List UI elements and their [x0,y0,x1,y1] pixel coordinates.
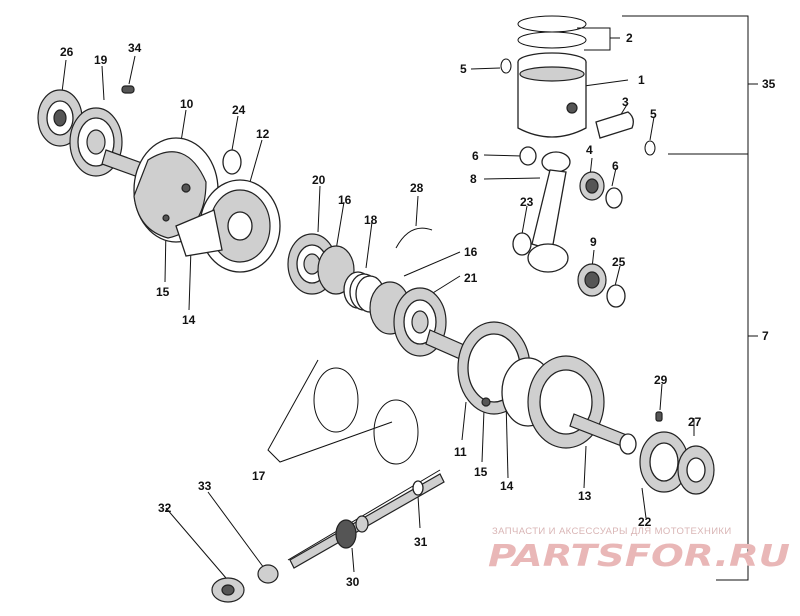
watermark: ЗАПЧАСТИ И АКСЕССУАРЫ ДЛЯ МОТОТЕХНИКИ PA… [488,526,790,574]
circlip-5b-drawing [644,140,656,156]
washer-6b-drawing [605,187,623,209]
callout-23: 23 [520,195,534,209]
callout-24: 24 [232,103,246,117]
callout-32: 32 [158,501,172,515]
callout-19: 19 [94,53,108,67]
callout-9: 9 [590,235,597,249]
piston-1-drawing [517,52,587,138]
callout-12: 12 [256,127,270,141]
callout-31: 31 [414,535,428,549]
crank-half-left-drawing [101,137,219,243]
washer-23-drawing [512,232,532,256]
callout-20: 20 [312,173,326,187]
callout-10: 10 [180,97,194,111]
callout-5a: 5 [460,62,467,76]
circlip-5a-drawing [500,58,512,74]
needle-bearing-4-drawing [579,171,605,201]
callout-14b: 14 [500,479,514,493]
callout-7: 7 [762,329,769,343]
callout-16b: 16 [464,245,478,259]
key-34-drawing [121,85,135,94]
callout-33: 33 [198,479,212,493]
callout-35: 35 [762,77,776,91]
callout-14a: 14 [182,313,196,327]
callout-28: 28 [410,181,424,195]
part-32-drawing [211,577,245,603]
callout-11: 11 [454,445,467,459]
pin-3-drawing [595,111,634,139]
part-drawings [37,15,715,603]
needle-bearing-9-drawing [577,263,607,297]
callout-6b: 6 [612,159,619,173]
callout-26: 26 [60,45,74,59]
callout-2: 2 [626,31,633,45]
shaft-30-drawing [289,473,445,569]
callout-25: 25 [612,255,626,269]
pin-29-drawing [655,411,663,422]
callout-34: 34 [128,41,142,55]
callout-15a: 15 [156,285,170,299]
callout-5b: 5 [650,107,657,121]
washer-24-drawing [222,149,242,175]
conrod-8-drawing [527,151,571,273]
clip-28-drawing [395,227,433,249]
callout-29: 29 [654,373,668,387]
callout-1: 1 [638,73,645,87]
washer-6a-drawing [519,146,537,166]
callout-15b: 15 [474,465,488,479]
callout-22: 22 [638,515,652,529]
seal-27-drawing [677,445,715,495]
callout-4: 4 [586,143,593,157]
piston-rings-2-drawing [517,15,587,49]
callouts: 1 2 3 4 5 5 6 6 7 8 9 10 11 12 13 14 14 … [60,31,776,589]
washer-25-drawing [606,284,626,308]
bearing-22-drawing [639,431,689,493]
crank-web-13-drawing [527,355,637,455]
rings-17-drawing [313,367,419,465]
callout-13: 13 [578,489,592,503]
crank-web-12-drawing [175,179,281,273]
callout-3: 3 [622,95,629,109]
callout-17: 17 [252,469,266,483]
callout-16a: 16 [338,193,352,207]
washer-31-drawing [412,480,424,496]
callout-21: 21 [464,271,478,285]
callout-18: 18 [364,213,378,227]
watermark-tagline: ЗАПЧАСТИ И АКСЕССУАРЫ ДЛЯ МОТОТЕХНИКИ [492,526,732,537]
part-33-drawing [257,564,279,584]
watermark-brand: PARTSFOR.RU [488,539,790,574]
callout-30: 30 [346,575,360,589]
callout-6a: 6 [472,149,479,163]
callout-8: 8 [470,172,477,186]
callout-27: 27 [688,415,702,429]
